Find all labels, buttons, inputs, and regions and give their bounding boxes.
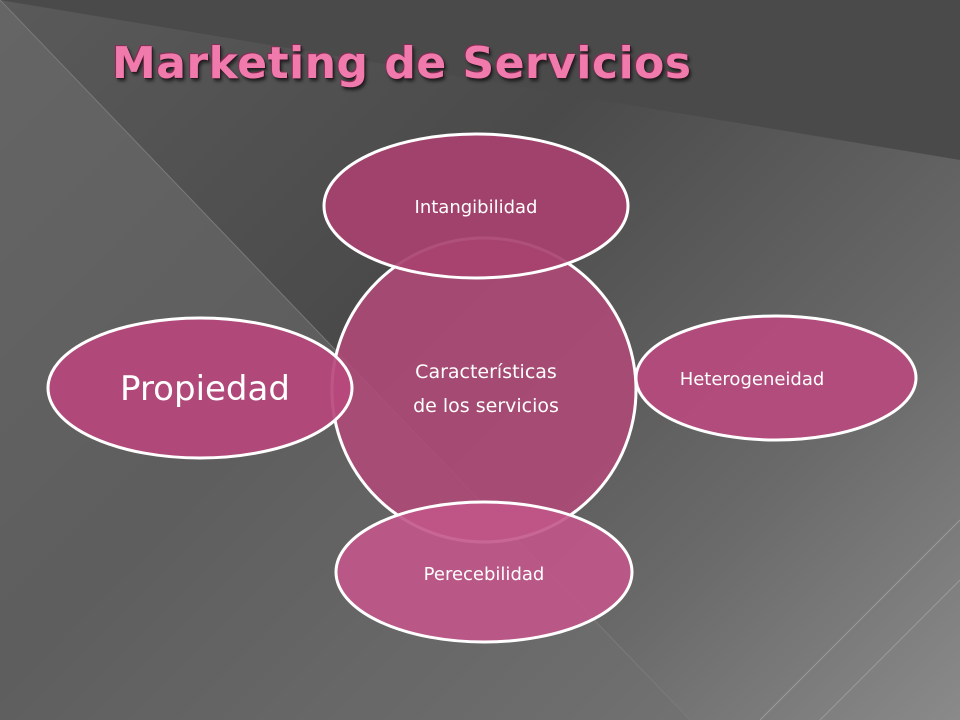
bg-corner-line-2 [819,579,960,720]
right-node: Heterogeneidad [634,314,918,442]
bottom-node: Perecebilidad [334,500,634,644]
bottom-node-label: Perecebilidad [424,564,545,585]
top-node: Intangibilidad [322,132,630,280]
left-node: Propiedad [46,316,354,460]
top-node-label: Intangibilidad [415,197,538,218]
center-label-line1: Características [415,361,557,383]
right-node-label: Heterogeneidad [680,369,825,390]
bg-corner-line-1 [759,519,960,720]
slide-title: Marketing de Servicios [112,38,692,89]
center-node: Características de los servicios [330,236,638,544]
bg-dark-band [0,0,960,160]
center-label-line2: de los servicios [413,395,559,417]
left-node-label: Propiedad [120,369,290,409]
